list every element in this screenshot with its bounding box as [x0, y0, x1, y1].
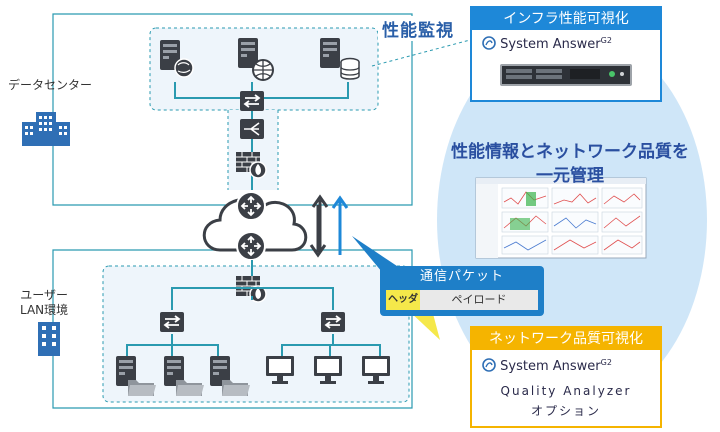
network-quality-callout: ネットワーク品質可視化 System AnswerG2 Quality Anal…	[470, 326, 662, 428]
packet-title: 通信パケット	[419, 269, 504, 284]
datacenter-label: データセンター	[8, 78, 93, 92]
up-arrow-icon	[331, 195, 349, 255]
infra-product-label: System Answer	[500, 37, 601, 52]
infra-product-name: System AnswerG2	[482, 36, 652, 54]
infra-visualization-callout: インフラ性能可視化 System AnswerG2	[470, 6, 662, 102]
quality-product-name: System AnswerG2	[482, 358, 652, 376]
lan-switch-left-icon	[159, 311, 185, 333]
quality-product-suffix: G2	[600, 358, 612, 367]
unified-management-headline: 性能情報とネットワーク品質を 一元管理	[451, 142, 689, 186]
system-answer-logo-icon	[482, 358, 496, 372]
option-label: オプション	[530, 404, 601, 418]
quality-analyzer-label: Quality Analyzer	[500, 384, 632, 398]
app-server-icon	[238, 38, 274, 81]
up-arrow-dark-icon	[311, 194, 329, 250]
rack-server-icon	[500, 64, 632, 86]
user-lan-label: ユーザー LAN環境	[20, 288, 69, 317]
infra-product-suffix: G2	[600, 36, 612, 45]
dc-router-icon	[236, 191, 266, 221]
dashboard-screenshot	[475, 177, 647, 259]
quality-callout-title: ネットワーク品質可視化	[472, 328, 660, 350]
infra-callout-title: インフラ性能可視化	[472, 8, 660, 30]
load-balancer-icon	[240, 119, 264, 139]
system-answer-logo-icon	[482, 36, 496, 50]
db-server-icon	[320, 38, 360, 80]
performance-monitoring-label: 性能監視	[378, 16, 458, 41]
down-arrow-icon	[309, 205, 327, 258]
lan-router-icon	[236, 231, 266, 261]
communication-packet: 通信パケット ヘッダ ペイロード	[380, 266, 544, 316]
packet-header: ヘッダ	[386, 290, 420, 310]
office-building-icon	[38, 322, 60, 356]
datacenter-building-icon	[22, 112, 70, 146]
dc-switch-icon	[239, 90, 265, 112]
web-server-icon	[160, 40, 194, 78]
lan-switch-right-icon	[320, 311, 346, 333]
packet-payload: ペイロード	[420, 290, 538, 310]
quality-product-label: System Answer	[500, 359, 601, 374]
